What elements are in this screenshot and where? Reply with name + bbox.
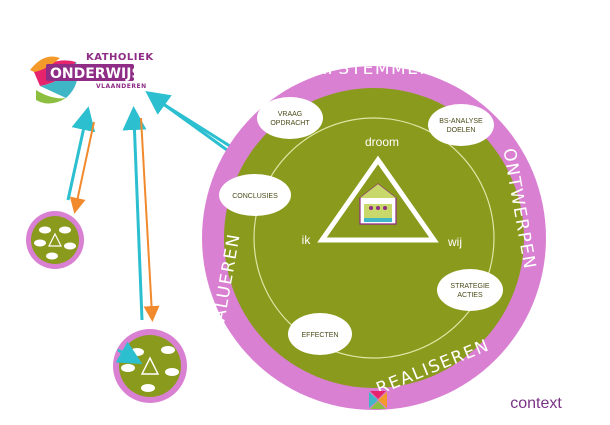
context-label: context [510, 395, 562, 412]
node-conclusies-label: CONCLUSIES [232, 193, 278, 200]
node-strategie-line2: ACTIES [457, 292, 483, 299]
arrow-down-orange-large [140, 117, 160, 322]
house-icon [359, 183, 397, 225]
node-strategie-line1: STRATEGIE [450, 283, 489, 290]
phase-label-afstemmen: AFSTEMMEN [314, 59, 433, 79]
node-vraag-line2: OPDRACHT [270, 120, 310, 127]
cycle-track [253, 117, 495, 359]
bottom-mark-icon [369, 391, 387, 409]
node-vraag-line1: VRAAG [278, 111, 303, 118]
node-bs-analyse-doelen: BS-ANALYSE DOELEN [428, 104, 494, 146]
center-label-ik: ik [302, 233, 312, 247]
center-label-droom: droom [365, 135, 399, 149]
node-effecten-label: EFFECTEN [302, 332, 339, 339]
node-analyse-line2: DOELEN [447, 127, 476, 134]
node-conclusies: CONCLUSIES [219, 174, 291, 216]
arrow-down-orange-small [69, 121, 95, 214]
logo-text-vlaanderen: VLAANDEREN [96, 83, 147, 90]
center-label-wij: wij [447, 235, 462, 249]
node-vraag-opdracht: VRAAG OPDRACHT [257, 97, 323, 139]
node-analyse-line1: BS-ANALYSE [439, 118, 483, 125]
mini-cycle-small [26, 211, 84, 269]
triangle-outline [317, 155, 439, 243]
node-strategie-acties: STRATEGIE ACTIES [437, 269, 503, 311]
node-effecten: EFFECTEN [288, 313, 352, 355]
mini-cycle-large [113, 329, 187, 403]
logo-text-onderwijs: ONDERWIJS [50, 66, 142, 82]
logo-mark-icon [30, 56, 134, 104]
katholiek-onderwijs-logo: KATHOLIEK ONDERWIJS VLAANDEREN [30, 52, 154, 104]
logo-text-katholiek: KATHOLIEK [86, 52, 154, 63]
arrow-up-teal-small [66, 106, 96, 201]
arrow-up-teal-large [122, 106, 147, 321]
mini-arrow-teal [115, 341, 143, 364]
center-triangle: droom ik wij [302, 135, 462, 249]
